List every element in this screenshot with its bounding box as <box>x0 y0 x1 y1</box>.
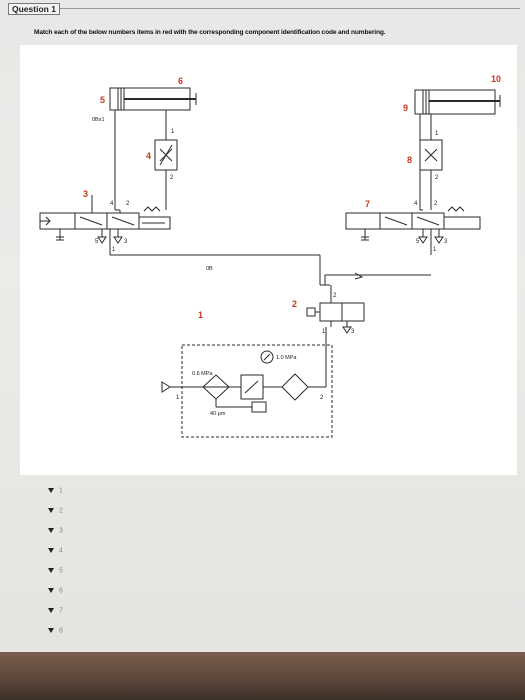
answer-row-3[interactable]: 3 <box>48 522 63 534</box>
port-left-fc-2: 2 <box>170 175 174 181</box>
chevron-down-icon[interactable] <box>48 488 54 494</box>
port-left-valve-3: 3 <box>124 239 128 245</box>
chevron-down-icon[interactable] <box>48 548 54 554</box>
chevron-down-icon[interactable] <box>48 568 54 574</box>
port-right-valve-4: 4 <box>414 201 418 207</box>
port-left-valve-5: 5 <box>95 239 99 245</box>
red-label-4: 4 <box>146 151 151 161</box>
question-header-bar <box>8 2 520 9</box>
question-instruction: Match each of the below numbers items in… <box>34 29 386 36</box>
chevron-down-icon[interactable] <box>48 508 54 514</box>
port-left-valve-4: 4 <box>110 201 114 207</box>
port-left-valve-2: 2 <box>126 201 130 207</box>
left-valve-cell-b <box>106 212 140 230</box>
pneumatic-circuit-diagram: 0Bx1 0B 0.6 MPa 1.0 MPa 40 μm 1 2 4 2 5 … <box>39 74 501 438</box>
port-right-valve-5: 5 <box>416 239 420 245</box>
start-valve-cell-a <box>319 302 343 322</box>
answer-row-2[interactable]: 2 <box>48 502 63 514</box>
bottom-bezel <box>0 652 525 700</box>
red-label-3: 3 <box>83 189 88 199</box>
right-valve-cell-b <box>411 212 445 230</box>
port-left-fc-1: 1 <box>171 129 175 135</box>
answer-row-5[interactable]: 5 <box>48 562 63 574</box>
chevron-down-icon[interactable] <box>48 628 54 634</box>
red-label-1: 1 <box>198 310 203 320</box>
port-start-2: 2 <box>333 293 337 299</box>
chevron-down-icon[interactable] <box>48 528 54 534</box>
diagram-panel: 0Bx1 0B 0.6 MPa 1.0 MPa 40 μm 1 2 4 2 5 … <box>20 45 517 475</box>
answer-number: 1 <box>59 487 63 495</box>
answer-row-4[interactable]: 4 <box>48 542 63 554</box>
red-label-7: 7 <box>365 199 370 209</box>
chevron-down-icon[interactable] <box>48 588 54 594</box>
code-supply-line: 0B <box>206 266 213 272</box>
answer-row-8[interactable]: 8 <box>48 622 63 634</box>
red-label-9: 9 <box>403 103 408 113</box>
answer-number: 3 <box>59 527 63 535</box>
answer-number: 5 <box>59 567 63 575</box>
red-label-8: 8 <box>407 155 412 165</box>
red-label-2: 2 <box>292 299 297 309</box>
answer-row-7[interactable]: 7 <box>48 602 63 614</box>
answer-number: 4 <box>59 547 63 555</box>
port-su-2: 2 <box>320 395 324 401</box>
red-label-10: 10 <box>491 74 501 84</box>
port-right-fc-1: 1 <box>435 131 439 137</box>
answer-number: 6 <box>59 587 63 595</box>
code-left-sensor: 0Bx1 <box>92 117 105 123</box>
port-start-3: 3 <box>351 329 355 335</box>
start-valve-cell-b <box>341 302 365 322</box>
port-left-valve-1: 1 <box>112 247 116 253</box>
service-unit-frame <box>181 344 333 438</box>
chevron-down-icon[interactable] <box>48 608 54 614</box>
question-title: Question 1 <box>8 3 60 15</box>
red-label-5: 5 <box>100 95 105 105</box>
answer-row-6[interactable]: 6 <box>48 582 63 594</box>
port-start-1: 1 <box>322 329 326 335</box>
answer-row-1[interactable]: 1 <box>48 482 63 494</box>
code-filter: 40 μm <box>210 411 226 417</box>
port-su-1: 1 <box>176 395 180 401</box>
port-right-valve-1: 1 <box>433 247 437 253</box>
answer-number: 7 <box>59 607 63 615</box>
port-right-fc-2: 2 <box>435 175 439 181</box>
code-pressure-2: 1.0 MPa <box>276 355 297 361</box>
red-label-6: 6 <box>178 76 183 86</box>
answer-number: 8 <box>59 627 63 635</box>
answer-number: 2 <box>59 507 63 515</box>
port-right-valve-3: 3 <box>444 239 448 245</box>
port-right-valve-2: 2 <box>434 201 438 207</box>
code-pressure-1: 0.6 MPa <box>192 371 213 377</box>
